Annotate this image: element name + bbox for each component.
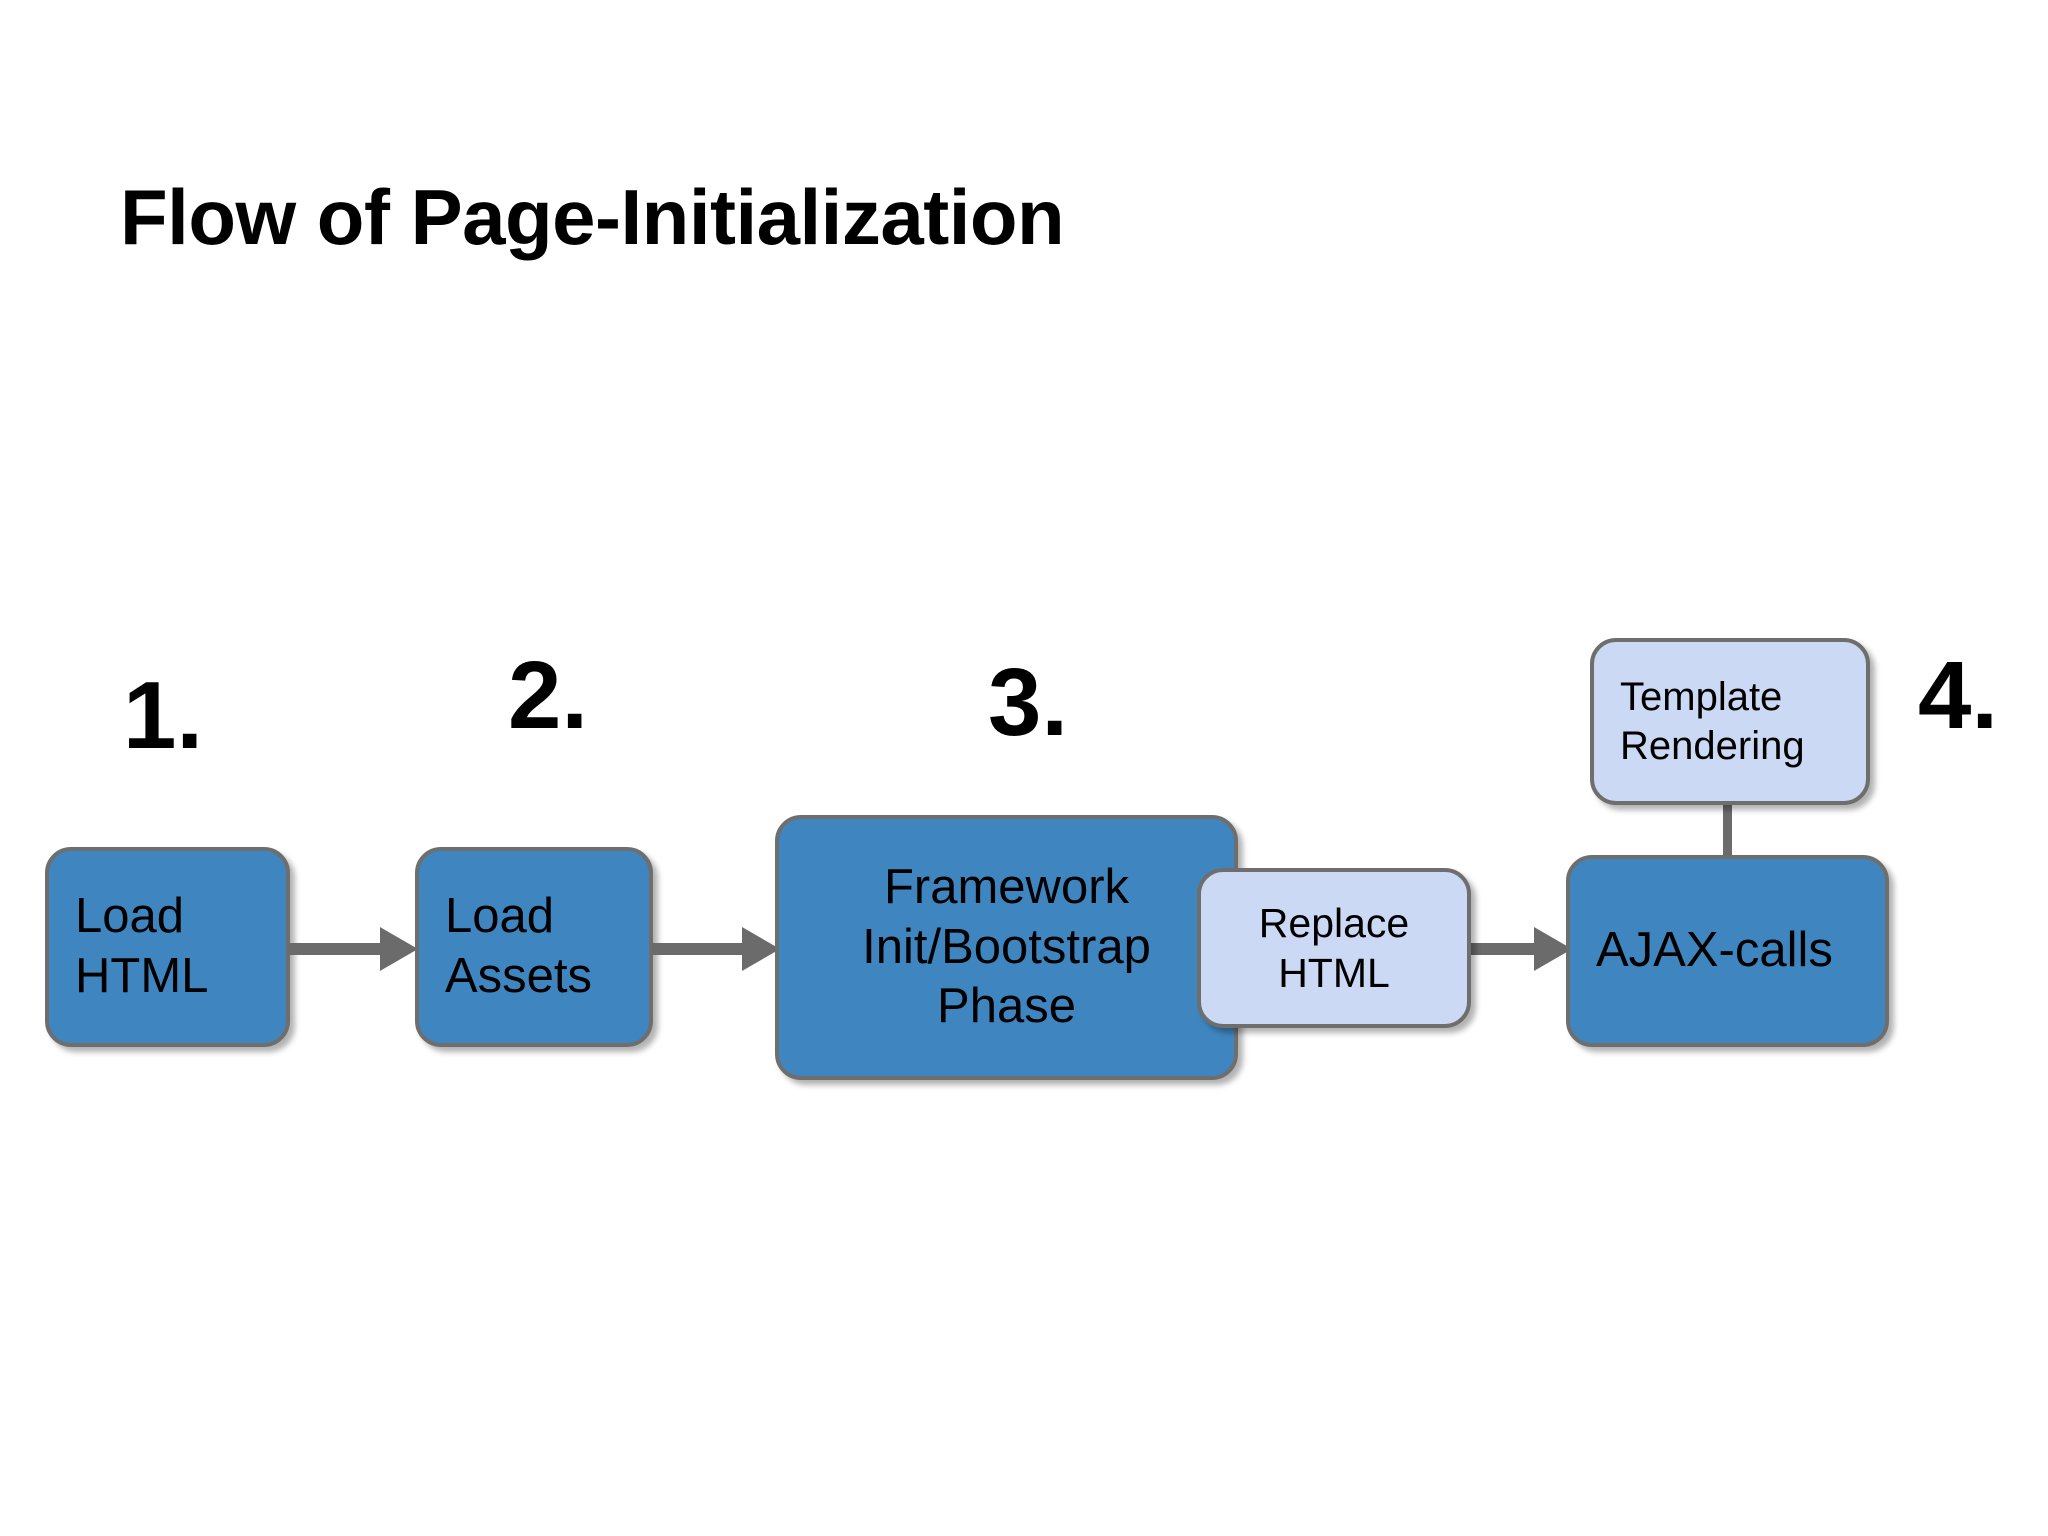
- arrow-load-assets-to-framework: [652, 927, 780, 971]
- node-load-html-line1: Load: [75, 889, 185, 944]
- arrow-replace-html-to-ajax-calls: [1468, 927, 1572, 971]
- node-replace-html-line2: HTML: [1278, 950, 1390, 996]
- page-title: Flow of Page-Initialization: [120, 173, 1065, 261]
- node-replace-html-line1: Replace: [1258, 899, 1410, 946]
- node-framework-init-line1: Framework: [883, 859, 1130, 914]
- node-ajax-calls-line1: AJAX-calls: [1596, 923, 1833, 978]
- node-template-rendering-line2: Rendering: [1620, 723, 1805, 768]
- node-load-assets-label: Load Assets: [419, 887, 649, 1007]
- node-replace-html[interactable]: Replace HTML: [1197, 868, 1471, 1028]
- node-replace-html-label: Replace HTML: [1201, 898, 1467, 998]
- node-ajax-calls[interactable]: AJAX-calls: [1566, 855, 1889, 1047]
- node-ajax-calls-label: AJAX-calls: [1570, 921, 1885, 981]
- arrow-load-html-to-load-assets: [288, 927, 418, 971]
- step-number-4: 4.: [1918, 642, 1999, 749]
- node-load-html-label: Load HTML: [49, 887, 286, 1007]
- arrow-shaft: [288, 943, 382, 955]
- node-framework-init-line3: Phase: [937, 979, 1076, 1034]
- connector-template-rendering-to-ajax-calls: [1723, 802, 1732, 860]
- node-framework-init[interactable]: Framework Init/Bootstrap Phase: [775, 815, 1238, 1080]
- arrow-head-icon: [380, 927, 418, 971]
- node-template-rendering[interactable]: Template Rendering: [1590, 638, 1870, 805]
- node-load-assets-line2: Assets: [445, 949, 593, 1003]
- arrow-head-icon: [742, 927, 780, 971]
- node-load-assets[interactable]: Load Assets: [415, 847, 653, 1047]
- step-number-3: 3.: [988, 649, 1069, 756]
- node-load-html[interactable]: Load HTML: [45, 847, 290, 1047]
- node-load-html-line2: HTML: [75, 949, 209, 1003]
- node-load-assets-line1: Load: [445, 889, 555, 944]
- arrow-shaft: [1468, 943, 1536, 955]
- arrow-shaft: [652, 943, 744, 955]
- node-framework-init-label: Framework Init/Bootstrap Phase: [779, 858, 1234, 1037]
- step-number-1: 1.: [123, 662, 204, 769]
- node-framework-init-line2: Init/Bootstrap: [862, 919, 1151, 974]
- step-number-2: 2.: [508, 642, 589, 749]
- arrow-head-icon: [1534, 927, 1572, 971]
- node-template-rendering-line1: Template: [1620, 674, 1783, 719]
- node-template-rendering-label: Template Rendering: [1594, 673, 1866, 771]
